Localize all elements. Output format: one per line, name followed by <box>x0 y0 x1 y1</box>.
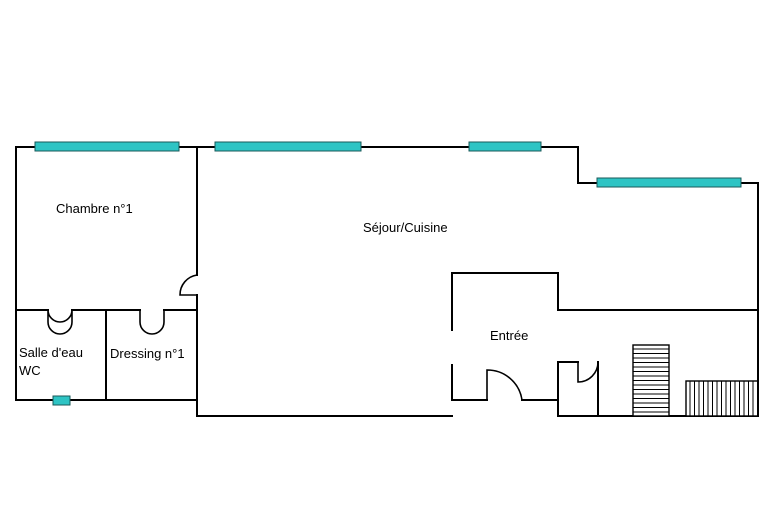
window-sejour-2 <box>468 141 542 152</box>
door-dressing <box>139 310 165 335</box>
door-salle-eau <box>47 309 73 335</box>
window-east <box>596 177 742 188</box>
room-label-dressing: Dressing n°1 <box>110 346 185 361</box>
door-storage <box>577 361 599 383</box>
room-label-salle-eau: Salle d'eau WC <box>19 345 83 378</box>
window-salle-eau <box>52 395 71 406</box>
wall-entree-block <box>451 272 759 331</box>
stairs-horizontal <box>685 380 759 417</box>
wall-storage <box>557 361 579 417</box>
interior-walls <box>15 146 759 417</box>
room-label-entree: Entrée <box>490 328 529 343</box>
door-chambre <box>179 274 198 296</box>
doors <box>47 274 599 401</box>
stairs-vertical <box>632 344 670 417</box>
window-chambre <box>34 141 180 152</box>
room-label-sejour: Séjour/Cuisine <box>363 220 448 235</box>
room-label-chambre: Chambre n°1 <box>56 201 133 216</box>
door-entree <box>486 369 523 401</box>
north-wall <box>15 146 759 417</box>
windows <box>34 141 742 406</box>
window-sejour-1 <box>214 141 362 152</box>
